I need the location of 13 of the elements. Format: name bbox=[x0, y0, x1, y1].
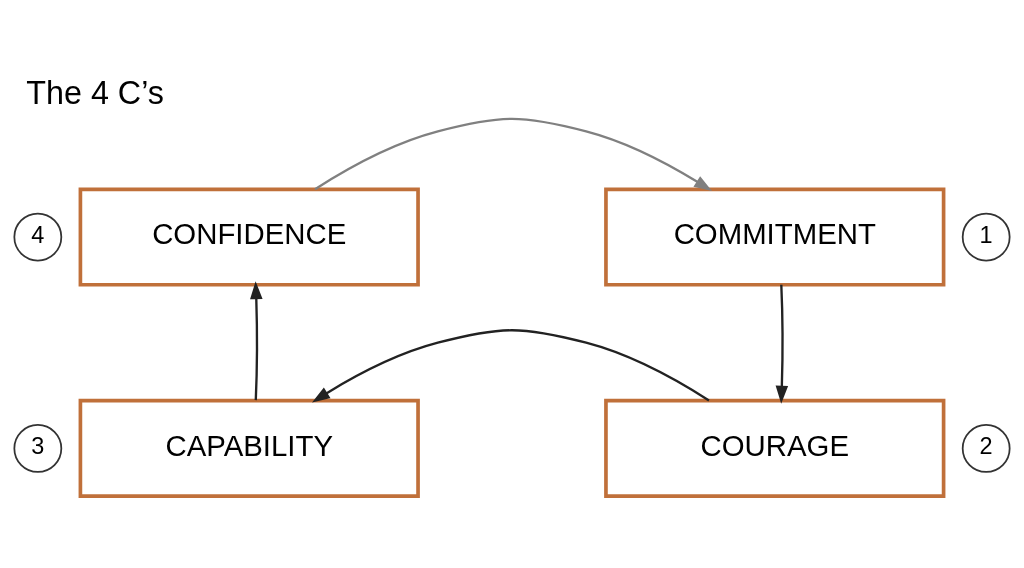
node-label: 2 bbox=[979, 433, 993, 459]
node-box: CAPABILITY bbox=[78, 398, 420, 498]
arrow bbox=[312, 329, 710, 403]
node-label: 4 bbox=[31, 221, 45, 248]
arrow bbox=[250, 281, 263, 401]
node-label: 3 bbox=[31, 433, 45, 459]
node-label: 1 bbox=[979, 221, 993, 248]
diagram-title: The 4 C’s bbox=[26, 74, 164, 111]
arrow bbox=[314, 117, 712, 192]
arrow bbox=[775, 284, 789, 404]
node-box: CONFIDENCE bbox=[78, 187, 420, 287]
node-box: COURAGE bbox=[604, 398, 946, 498]
node-box: COMMITMENT bbox=[604, 187, 946, 287]
